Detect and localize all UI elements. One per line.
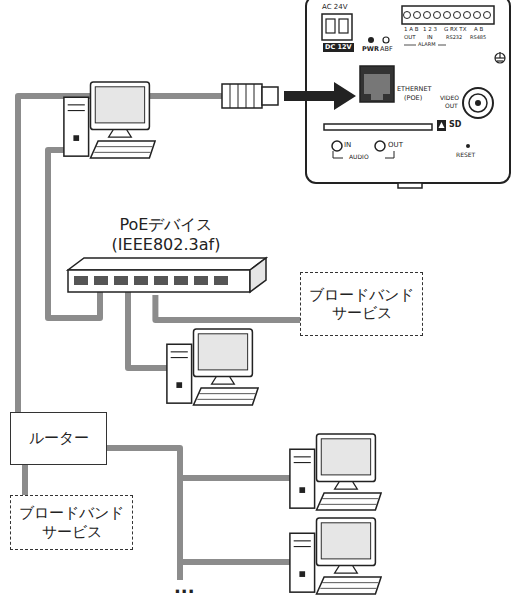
panel-label: DC 12V [323, 43, 354, 52]
poe-switch: PoEデバイス (IEEE802.3af) [60, 215, 272, 295]
panel-label: IN [427, 35, 433, 41]
panel-label: 1 A B [404, 27, 419, 33]
node-text: PoEデバイス (IEEE802.3af) [91, 215, 241, 255]
node-text: ブロードバンド サービス [307, 286, 416, 322]
panel-label: PWR [362, 46, 379, 53]
panel-label: IN [344, 142, 351, 149]
network-cable [25, 465, 26, 495]
panel-label: ABF [380, 46, 393, 53]
panel-label: RS232 [446, 35, 462, 40]
panel-label: 1 2 3 [423, 27, 437, 33]
panel-label: AC 24V [322, 4, 347, 11]
panel-label: VIDEO [440, 95, 459, 101]
router-box: ルーター [10, 412, 107, 465]
panel-label: RS485 [470, 35, 486, 40]
panel-label: OUT [388, 142, 403, 149]
broadband-box: ブロードバンド サービス [10, 495, 133, 550]
network-cable [155, 295, 300, 320]
continuation-mark: ... [174, 578, 195, 596]
panel-label: G RX TX [444, 27, 466, 33]
panel-label: ETHERNET [397, 86, 432, 93]
panel-label: ALARM [418, 42, 436, 47]
node-text: ルーター [29, 429, 89, 448]
node-text: ブロードバンド サービス [17, 504, 126, 540]
panel-label: SD [449, 121, 461, 129]
panel-label: AUDIO [349, 154, 369, 160]
panel-label: A B [474, 27, 483, 33]
broadband-box: ブロードバンド サービス [300, 272, 423, 336]
panel-label: RESET [456, 152, 475, 158]
panel-label: (POE) [404, 95, 422, 102]
panel-label: OUT [404, 35, 416, 41]
panel-label: OUT [445, 103, 458, 109]
